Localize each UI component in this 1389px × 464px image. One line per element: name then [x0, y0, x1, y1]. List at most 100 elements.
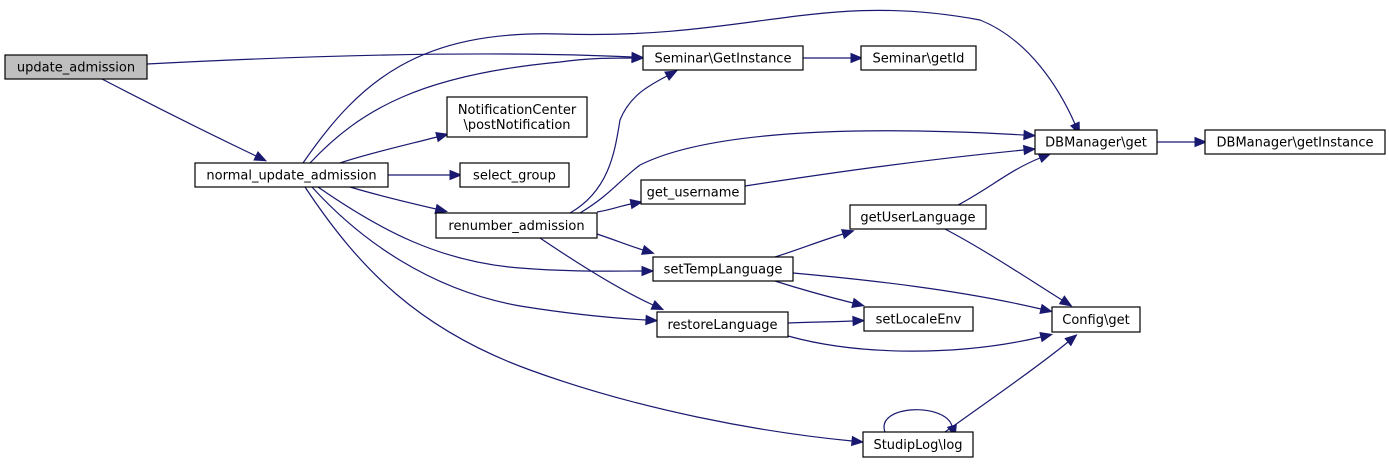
node-box[interactable]: [860, 45, 977, 71]
edge-line: [349, 186, 437, 210]
node-box[interactable]: [862, 431, 974, 458]
node-box[interactable]: [435, 212, 598, 239]
edge-renumber_admission-to-Seminar_GetInstance: [569, 70, 678, 214]
node-dbmanager-get[interactable]: DBManager\get: [1034, 129, 1158, 155]
node-label: Seminar\getId: [873, 52, 965, 67]
node-box[interactable]: [1204, 129, 1386, 155]
node-box[interactable]: [459, 162, 570, 188]
arrow-head-icon: [1194, 136, 1208, 148]
arrow-head-icon: [449, 169, 463, 181]
node-normal-update-admission[interactable]: normal_update_admission: [194, 162, 389, 188]
edge-StudipLog_log-to-Config_get: [944, 334, 1078, 433]
edge-setTempLanguage-to-getUserLanguage: [774, 229, 855, 258]
node-box[interactable]: [194, 162, 389, 188]
node-get-username[interactable]: get_username: [640, 179, 746, 205]
node-box[interactable]: [642, 45, 804, 71]
arrow-head-icon: [645, 314, 659, 326]
node-box[interactable]: [1051, 306, 1141, 333]
node-box[interactable]: [863, 306, 974, 332]
node-label: DBManager\get: [1045, 136, 1147, 151]
arrow-head-icon: [1037, 153, 1052, 164]
node-studiplog-log[interactable]: StudipLog\log: [862, 431, 974, 458]
node-update-admission[interactable]: update_admission: [4, 54, 148, 80]
edge-line: [304, 186, 853, 442]
arrow-head-icon: [840, 229, 855, 240]
edge-line: [339, 136, 438, 164]
node-seminar-getinstance[interactable]: Seminar\GetInstance: [642, 45, 804, 71]
node-label: StudipLog\log: [873, 438, 962, 453]
node-seminar-getid[interactable]: Seminar\getId: [860, 45, 977, 71]
arrow-head-icon: [641, 265, 655, 277]
edge-line: [579, 130, 1025, 214]
edge-line: [957, 157, 1041, 206]
node-label: select_group: [473, 169, 556, 184]
arrow-head-icon: [1064, 334, 1078, 347]
arrow-head-icon: [664, 70, 678, 81]
node-label: Config\get: [1062, 313, 1129, 328]
arrow-head-icon: [1023, 129, 1037, 141]
edges-layer: [101, 9, 1208, 447]
node-restorelanguage[interactable]: restoreLanguage: [656, 311, 789, 338]
edge-line: [944, 341, 1069, 433]
edge-get_username-to-DBManager_get: [744, 144, 1037, 187]
node-label: NotificationCenter: [458, 103, 577, 118]
arrow-head-icon: [253, 151, 268, 162]
edge-setTempLanguage-to-Config_get: [792, 272, 1053, 314]
edge-DBManager_get-to-DBManager_getInstance: [1157, 136, 1208, 148]
node-getuserlanguage[interactable]: getUserLanguage: [849, 204, 987, 230]
edge-line: [596, 233, 644, 251]
node-label: update_admission: [17, 61, 135, 76]
edge-line: [311, 186, 647, 321]
node-box[interactable]: [656, 311, 789, 338]
edge-normal_update_admission-to-restoreLanguage: [311, 186, 659, 326]
node-select-group[interactable]: select_group: [459, 162, 570, 188]
node-label: setTempLanguage: [664, 263, 783, 278]
node-renumber-admission[interactable]: renumber_admission: [435, 212, 598, 239]
arrow-head-icon: [435, 132, 449, 143]
node-config-get[interactable]: Config\get: [1051, 306, 1141, 333]
node-label: Seminar\GetInstance: [655, 52, 792, 67]
node-setlocaleenv[interactable]: setLocaleEnv: [863, 306, 974, 332]
edge-normal_update_admission-to-DBManager_get: [302, 9, 1080, 164]
arrow-head-icon: [1023, 144, 1037, 156]
edge-renumber_admission-to-restoreLanguage: [539, 237, 665, 311]
arrow-head-icon: [631, 52, 645, 64]
node-box[interactable]: [1034, 129, 1158, 155]
edge-normal_update_admission-to-renumber_admission: [349, 186, 449, 214]
edge-line: [774, 233, 844, 258]
edge-line: [787, 320, 854, 324]
node-box[interactable]: [849, 204, 987, 230]
node-box[interactable]: [640, 179, 746, 205]
edge-restoreLanguage-to-setLocaleEnv: [787, 315, 866, 327]
edge-update_admission-to-normal_update_admission: [101, 78, 268, 162]
edge-normal_update_admission-to-setTempLanguage: [317, 186, 655, 277]
arrow-head-icon: [1039, 303, 1053, 314]
edge-line: [146, 53, 633, 65]
arrow-head-icon: [629, 198, 644, 210]
edge-getUserLanguage-to-DBManager_get: [957, 153, 1052, 206]
edge-update_admission-to-Seminar_GetInstance: [146, 51, 645, 65]
edge-renumber_admission-to-DBManager_get: [579, 129, 1037, 214]
node-label: normal_update_admission: [206, 169, 376, 184]
edge-Seminar_GetInstance-to-Seminar_getId: [802, 52, 864, 64]
node-dbmanager-getinstance[interactable]: DBManager\getInstance: [1204, 129, 1386, 155]
nodes-layer: update_admissionnormal_update_admissionS…: [4, 45, 1386, 458]
arrow-head-icon: [650, 300, 665, 311]
node-label: \postNotification: [463, 118, 570, 133]
node-settemplanguage[interactable]: setTempLanguage: [652, 256, 794, 282]
arrow-head-icon: [1058, 295, 1073, 307]
node-box[interactable]: [652, 256, 794, 282]
node-notificationcenter-postnotification[interactable]: NotificationCenter\postNotification: [446, 96, 588, 138]
edge-getUserLanguage-to-Config_get: [944, 228, 1073, 307]
arrow-head-icon: [851, 297, 865, 308]
edge-line: [302, 9, 1076, 164]
arrow-head-icon: [850, 435, 865, 447]
edge-renumber_admission-to-get_username: [596, 198, 644, 213]
node-box[interactable]: [4, 54, 148, 80]
edge-line: [744, 149, 1025, 187]
arrow-head-icon: [852, 315, 866, 327]
edge-line: [774, 280, 854, 304]
node-label: renumber_admission: [448, 219, 584, 234]
edge-line: [787, 335, 1042, 352]
node-box[interactable]: [446, 96, 588, 138]
